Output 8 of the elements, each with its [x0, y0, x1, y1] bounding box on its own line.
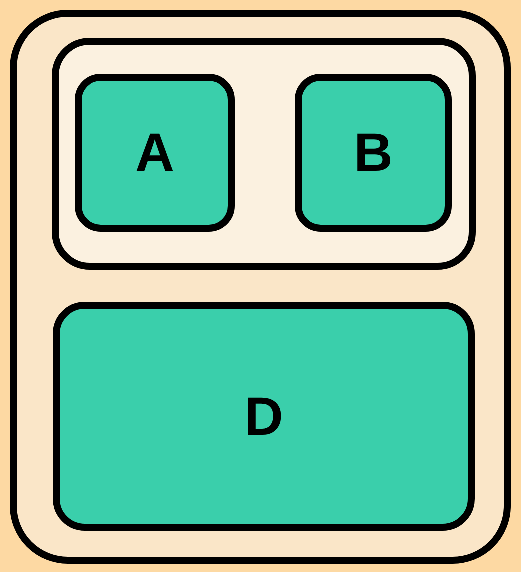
box-label: D: [244, 390, 284, 444]
rounded-box: [53, 302, 475, 531]
rounded-box: [295, 74, 452, 232]
rounded-box: [75, 74, 235, 232]
box-label: A: [136, 126, 174, 180]
container-box: [10, 10, 511, 564]
box-label: B: [354, 126, 393, 180]
container-box: [52, 38, 476, 270]
